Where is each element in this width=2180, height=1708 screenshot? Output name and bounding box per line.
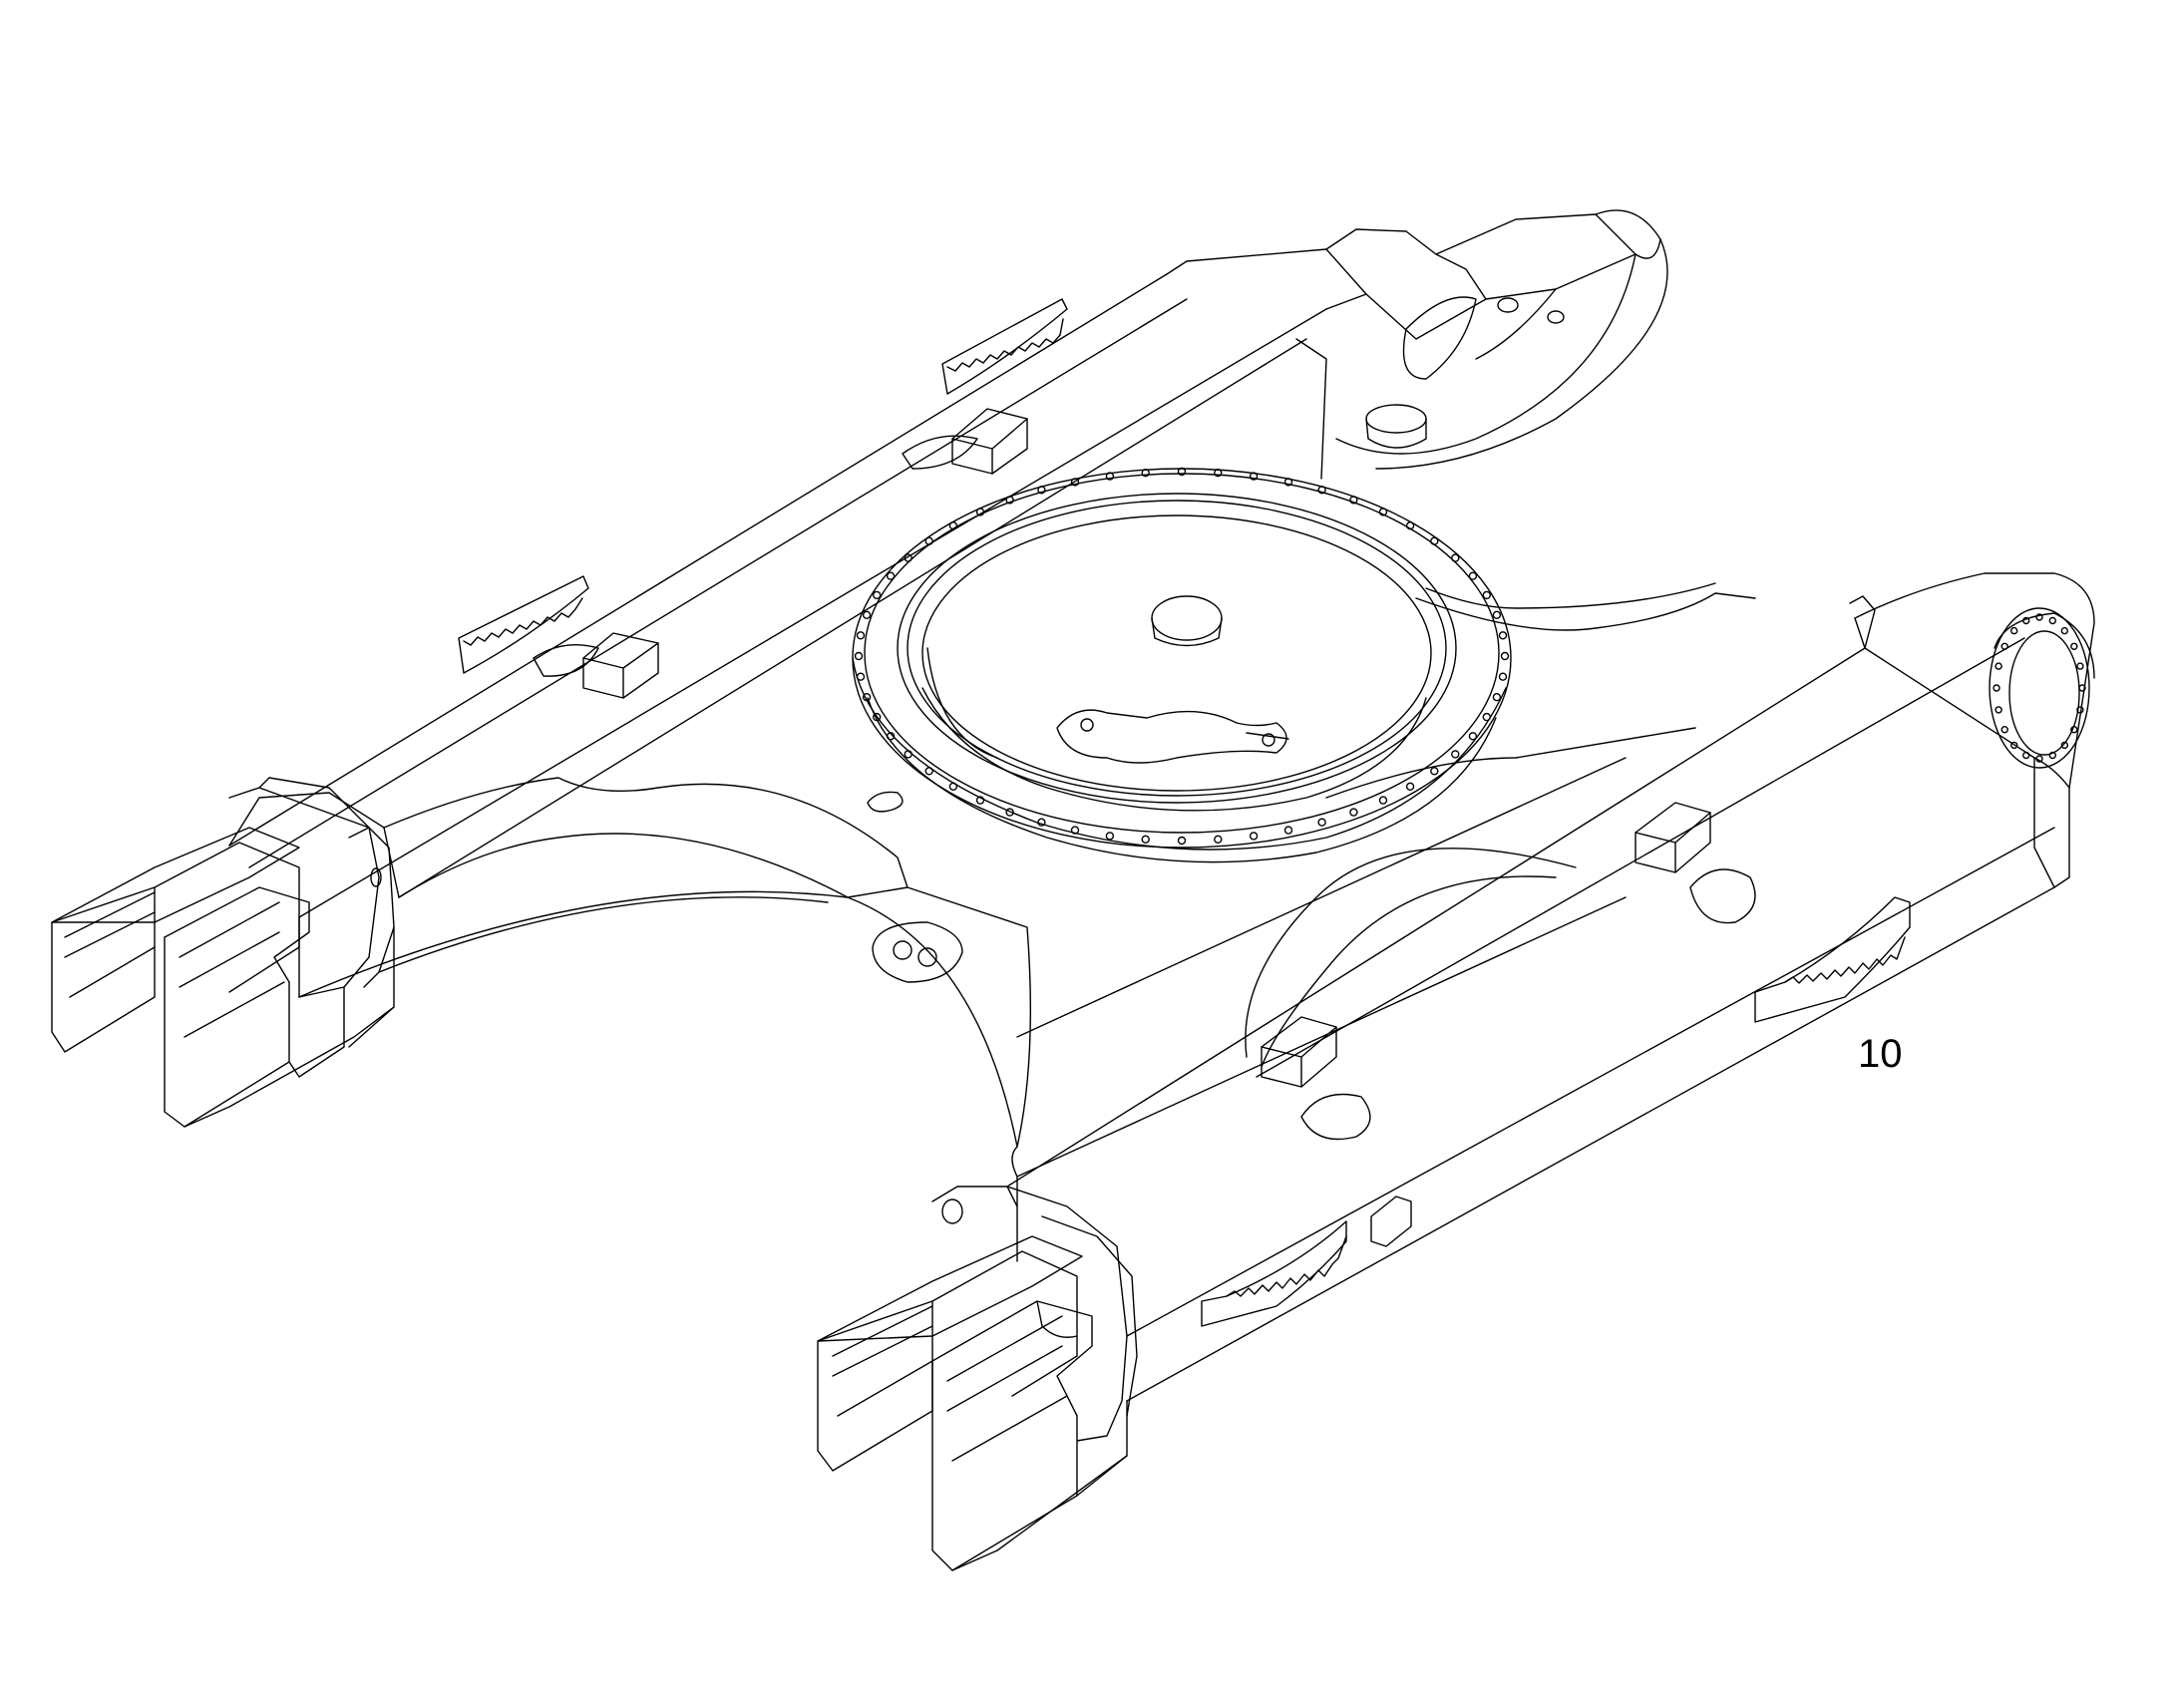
bolt-hole — [1349, 808, 1358, 817]
bolt-hole — [1214, 469, 1223, 478]
bolt-hole — [873, 590, 882, 600]
bolt-hole — [1283, 826, 1293, 835]
bolt-hole — [1141, 835, 1150, 844]
idler-bolt-holes — [1993, 613, 2086, 763]
bolt-hole — [886, 732, 896, 741]
bolt-hole — [1482, 590, 1492, 600]
idler-bolt-hole — [1993, 684, 2000, 692]
bolt-hole — [1349, 496, 1358, 505]
bolt-hole — [862, 693, 872, 702]
idler-bolt-hole — [2000, 642, 2008, 650]
center-body — [298, 467, 1756, 1178]
callout-10-leader — [1835, 1007, 1845, 1037]
idler-bolt-hole — [2070, 726, 2078, 734]
bolt-hole — [975, 796, 985, 805]
idler-bolt-hole — [2076, 706, 2084, 714]
bolt-hole — [1105, 472, 1115, 481]
bolt-hole — [1492, 610, 1502, 619]
lower-side-frame — [931, 572, 2095, 1402]
bolt-hole — [948, 782, 958, 791]
idler-bolt-hole — [2076, 662, 2084, 670]
idler-bolt-hole — [2009, 626, 2018, 635]
bolt-hole — [975, 508, 985, 516]
bolt-hole — [1468, 571, 1478, 580]
bolt-hole — [1405, 782, 1415, 791]
bolt-hole — [924, 536, 933, 545]
idler-bolt-hole — [2009, 741, 2018, 750]
bolt-hole — [904, 750, 912, 759]
bolt-hole — [862, 610, 872, 619]
bolt-hole — [1005, 496, 1014, 505]
idler-bolt-hole — [2048, 751, 2057, 760]
bolt-hole — [1317, 486, 1326, 495]
bolt-hole — [1177, 467, 1187, 477]
lower-front-yoke — [817, 1186, 1138, 1571]
idler-bolt-hole — [2060, 626, 2069, 635]
bolt-hole — [924, 767, 933, 776]
bolt-hole — [1214, 835, 1223, 844]
bolt-hole — [1492, 693, 1502, 702]
callout-label: 10 — [1858, 1032, 1903, 1076]
idler-bolt-hole — [2078, 684, 2086, 692]
bolt-hole — [1070, 826, 1080, 835]
upper-front-yoke — [51, 777, 395, 1128]
idler-bolt-hole — [2021, 616, 2030, 625]
idler-bolt-hole — [1995, 706, 2002, 714]
bolt-hole — [1451, 553, 1460, 562]
bolt-hole — [1177, 836, 1187, 846]
bolt-hole — [1451, 750, 1460, 759]
bolt-hole — [1141, 469, 1150, 478]
bolt-hole — [1249, 832, 1259, 841]
bolt-hole — [873, 712, 882, 722]
bolt-hole — [854, 651, 864, 661]
bolt-hole — [856, 672, 866, 681]
bolt-hole — [904, 553, 912, 562]
bolt-hole — [1430, 767, 1439, 776]
idler-bolt-hole — [1995, 662, 2002, 670]
idler-bolt-hole — [2070, 642, 2078, 650]
idler-bolt-hole — [2035, 755, 2043, 763]
upper-side-frame — [228, 209, 1668, 918]
idler-bolt-hole — [2048, 616, 2057, 625]
idler-bolt-hole — [2035, 613, 2043, 621]
bolt-hole — [1500, 651, 1510, 661]
bolt-hole — [1468, 732, 1478, 741]
bolt-hole — [1317, 818, 1326, 827]
bolt-hole — [1005, 808, 1014, 817]
bolt-hole — [856, 631, 866, 640]
bolt-hole — [1249, 472, 1259, 481]
idler-bolt-hole — [2060, 741, 2069, 750]
bolt-hole — [1482, 712, 1492, 722]
bolt-hole — [1378, 796, 1388, 805]
bolt-hole — [1405, 521, 1415, 530]
bolt-hole — [948, 521, 958, 530]
bolt-hole — [1105, 832, 1115, 841]
idler-bolt-hole — [2021, 751, 2030, 760]
bolt-hole — [1283, 478, 1293, 487]
bolt-hole — [1378, 508, 1388, 516]
swing-circle-bolt-holes — [854, 467, 1510, 846]
bolt-hole — [1430, 536, 1439, 545]
bolt-hole — [1037, 818, 1046, 827]
bolt-hole — [1070, 478, 1080, 487]
bolt-hole — [1498, 631, 1508, 640]
idler-bolt-hole — [2000, 726, 2008, 734]
bolt-hole — [1498, 672, 1508, 681]
bolt-hole — [886, 571, 896, 580]
bolt-hole — [1037, 486, 1046, 495]
